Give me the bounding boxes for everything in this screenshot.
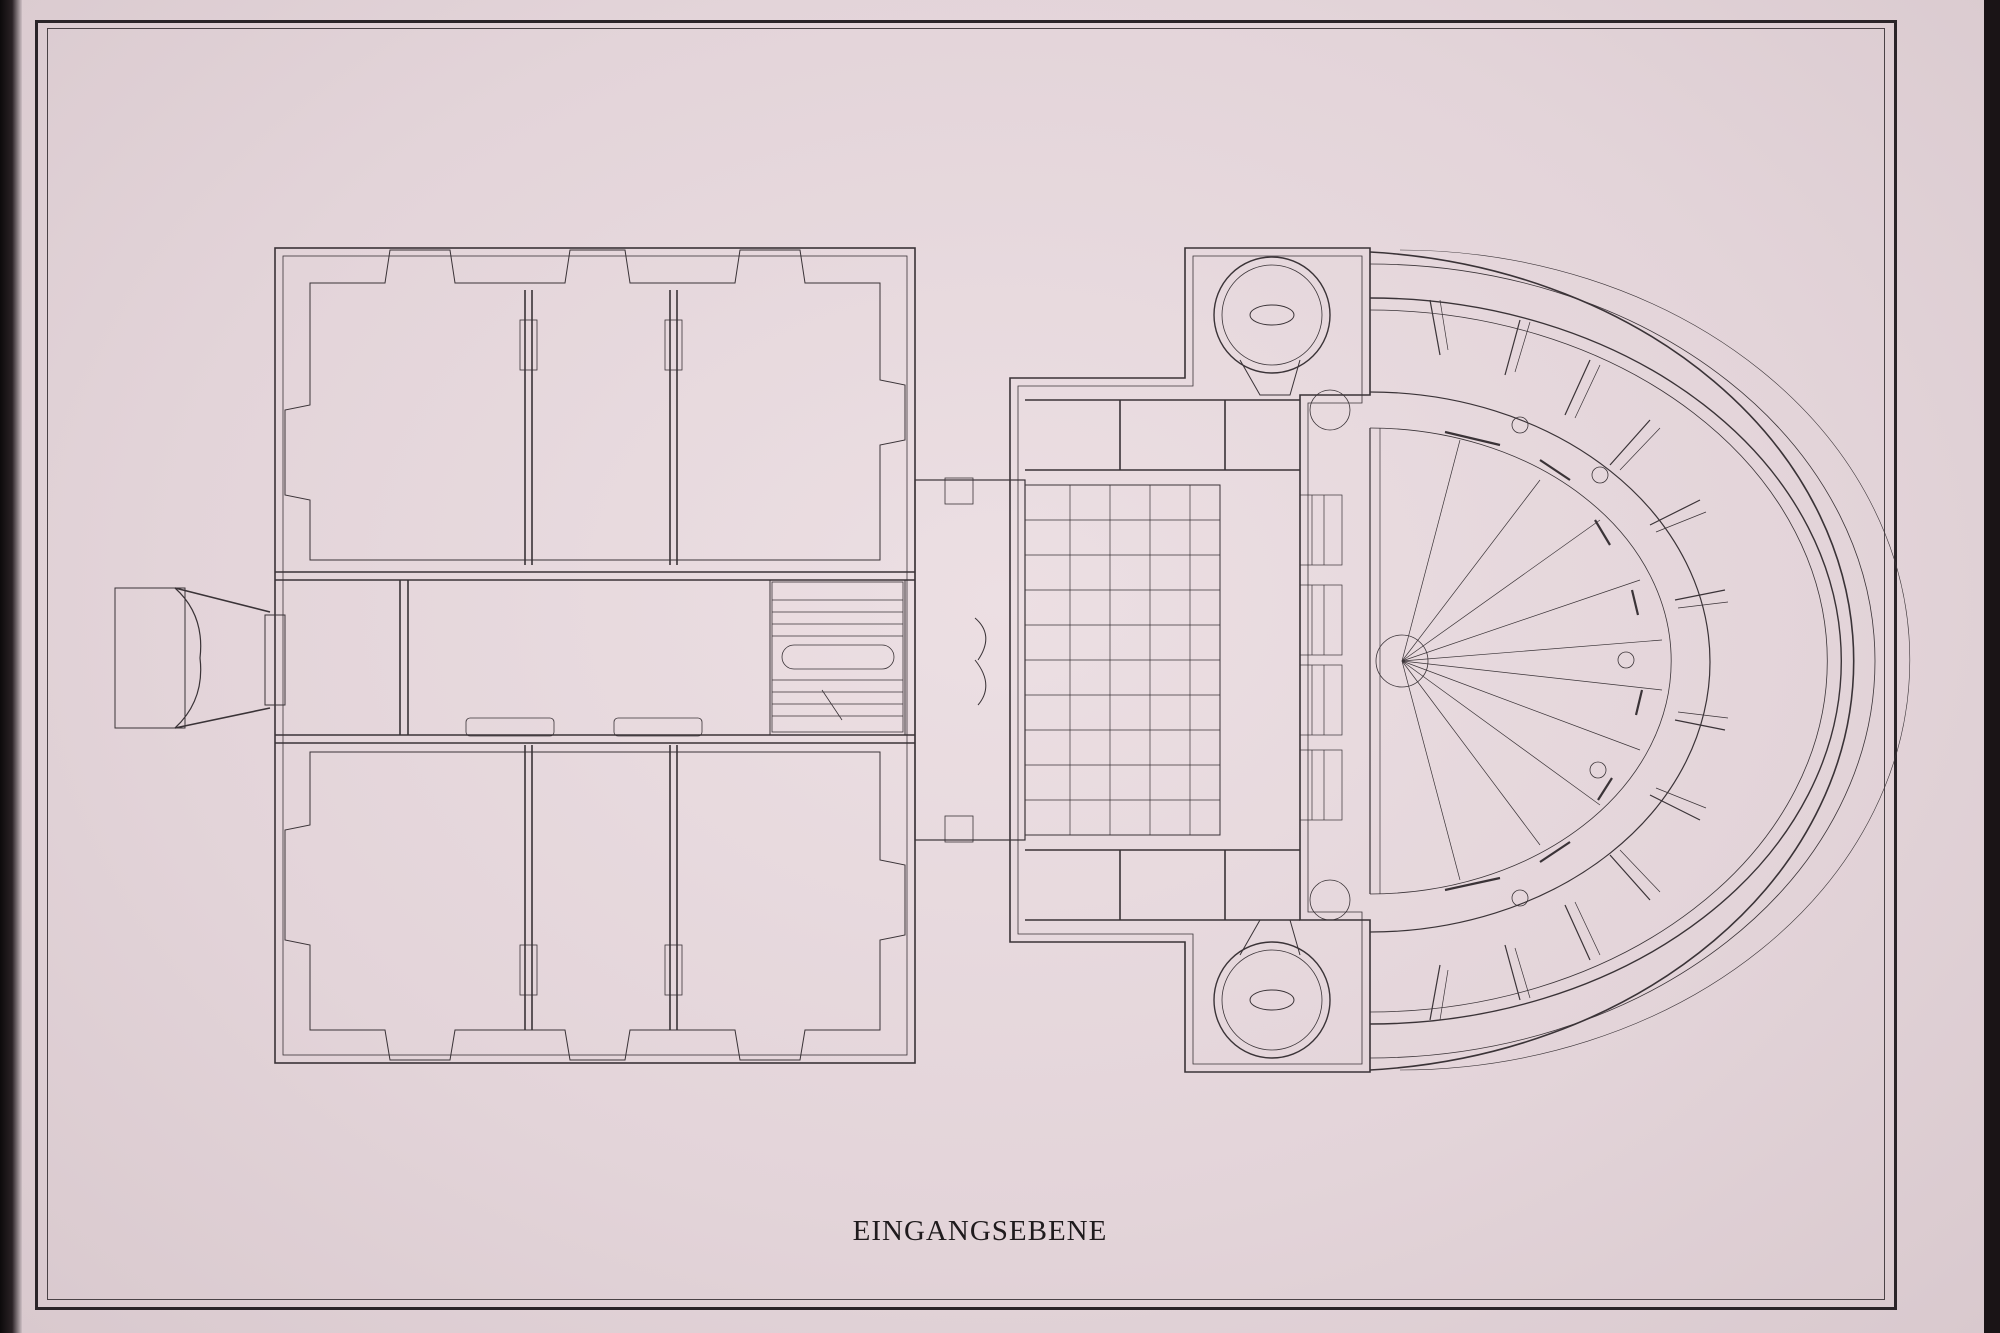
tiled-hall <box>1009 247 1371 1073</box>
frame-border-outer <box>35 20 1897 1310</box>
photo-edge <box>0 0 22 1333</box>
connector-vestibule <box>914 477 1026 843</box>
drawing-title: EINGANGSEBENE <box>852 1215 1108 1247</box>
entrance-stairs <box>114 587 286 729</box>
frame-border-inner <box>47 28 1885 1300</box>
semicircular-auditorium <box>1309 249 1911 1071</box>
left-wing <box>274 247 916 1064</box>
spiral-staircase-bottom <box>1213 919 1331 1059</box>
drawing-sheet <box>22 0 1984 1333</box>
spiral-staircase-top <box>1213 256 1331 396</box>
central-staircase <box>771 581 904 733</box>
